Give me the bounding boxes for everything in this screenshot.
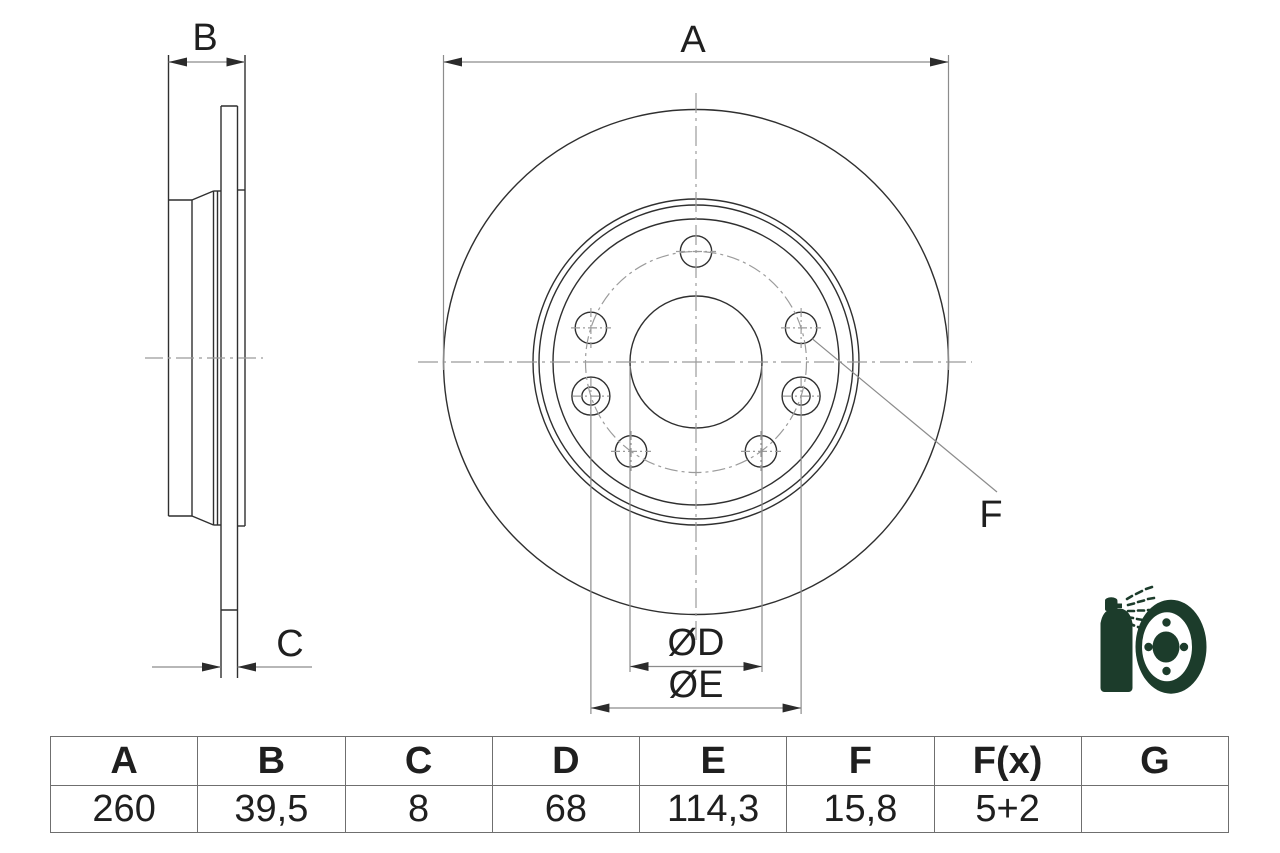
arrowhead-right xyxy=(743,662,762,671)
arrowhead-right xyxy=(226,57,245,67)
table-header-cell: D xyxy=(491,736,641,786)
table-value-cell: 5+2 xyxy=(933,785,1082,833)
table-header-cell: F(x) xyxy=(933,736,1082,786)
dim-label-b: B xyxy=(192,17,217,59)
dimension-spec-table: A B C D E F F(x) G 260 39,5 8 68 114,3 1… xyxy=(49,736,1230,833)
arrowhead-right xyxy=(782,703,802,713)
arrowhead-right xyxy=(930,57,949,67)
hole-cross xyxy=(781,308,821,348)
disc-icon-hole xyxy=(1162,666,1171,676)
dimension-e: ØE xyxy=(590,400,802,714)
dimension-f: F xyxy=(811,338,1003,536)
dim-label-d: ØD xyxy=(668,622,725,664)
dimension-c: C xyxy=(152,623,312,672)
table-value-cell: 8 xyxy=(344,785,493,833)
dim-label-e: ØE xyxy=(669,664,724,706)
spray-can-outlet xyxy=(1117,603,1122,608)
table-value-cell: 39,5 xyxy=(197,785,346,833)
dimension-a: A xyxy=(442,19,950,370)
hole-cross xyxy=(741,431,781,471)
hole-cross xyxy=(571,308,611,348)
table-header-cell: A xyxy=(49,736,199,786)
arrowhead-left xyxy=(237,662,256,672)
hat-bottom-chamfer xyxy=(191,515,214,526)
disc-icon-hole xyxy=(1179,642,1189,652)
table-header-cell: C xyxy=(344,736,493,786)
table-value-cell xyxy=(1080,785,1230,833)
table-header-cell: F xyxy=(786,736,935,786)
spray-can-body xyxy=(1100,620,1133,692)
arrowhead-left xyxy=(168,57,187,67)
arrowhead-left xyxy=(630,662,649,671)
front-view-centerlines xyxy=(418,93,972,640)
hat-top-chamfer xyxy=(191,190,214,201)
table-value-cell: 260 xyxy=(49,785,199,833)
hole-cross xyxy=(611,431,651,471)
disc-icon-hub xyxy=(1152,631,1180,663)
dimension-b: B xyxy=(168,17,245,67)
table-value-cell: 114,3 xyxy=(638,785,788,833)
arrowhead-left xyxy=(590,703,610,713)
table-header-cell: B xyxy=(197,736,346,786)
disc-icon-hole xyxy=(1144,642,1153,652)
table-header-cell: G xyxy=(1080,736,1230,786)
arrowhead-left xyxy=(443,57,462,67)
dimension-d: ØD xyxy=(629,366,763,672)
brake-disc-diagram: B C xyxy=(145,17,1207,714)
table-header-row: A B C D E F F(x) G xyxy=(49,736,1230,786)
bolt-circle-centerline xyxy=(584,250,808,474)
coated-disc-spray-icon xyxy=(1100,585,1207,694)
side-view-section xyxy=(167,55,246,678)
dim-label-f: F xyxy=(979,494,1002,536)
arrowhead-right xyxy=(202,662,221,672)
dim-label-c: C xyxy=(276,623,303,665)
spray-can-shoulder xyxy=(1100,608,1133,624)
spray-can-cap xyxy=(1105,597,1118,604)
table-value-cell: 15,8 xyxy=(786,785,935,833)
table-header-cell: E xyxy=(638,736,788,786)
table-value-row: 260 39,5 8 68 114,3 15,8 5+2 xyxy=(49,785,1230,833)
disc-icon-hole xyxy=(1162,618,1171,627)
table-value-cell: 68 xyxy=(491,785,641,833)
dim-label-a: A xyxy=(680,19,706,61)
leader-line xyxy=(811,338,998,493)
